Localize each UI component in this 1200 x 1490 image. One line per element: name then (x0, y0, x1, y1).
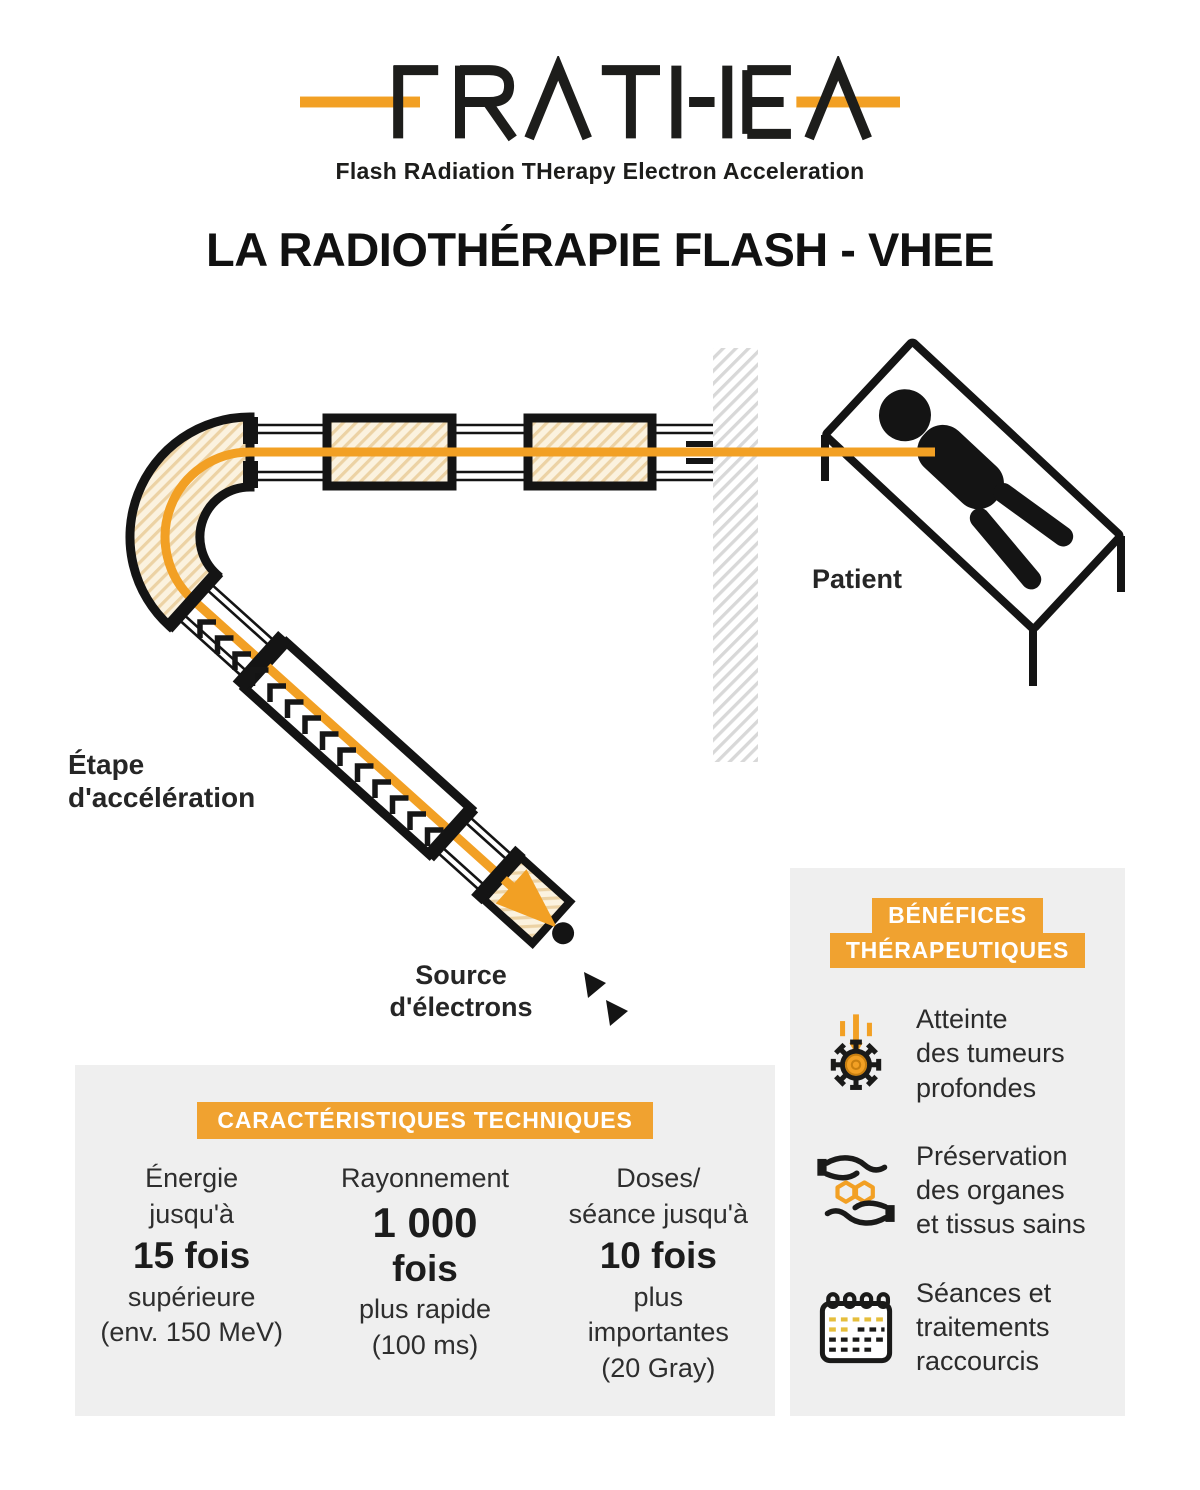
patient-table (821, 338, 1125, 686)
page-title: LA RADIOTHÉRAPIE FLASH - VHEE (205, 223, 995, 276)
characteristics-badge: CARACTÉRISTIQUES TECHNIQUES (197, 1102, 653, 1139)
calendar-icon (819, 1292, 893, 1364)
beam-path (160, 447, 935, 915)
frathea-logo: FRATHEA (300, 56, 900, 142)
electron-flash-icon (584, 972, 628, 1026)
person-icon (878, 389, 1074, 590)
pipe-collars (243, 417, 258, 488)
characteristic-doses: Doses/ séance jusqu'à 10 fois plus impor… (568, 1163, 748, 1383)
electron-source-label: Source d'électrons (389, 960, 533, 1022)
patient-label: Patient (812, 564, 903, 594)
benefit-item-tumors: Atteinte des tumeurs profondes (814, 1002, 1111, 1105)
characteristic-radiation: Rayonnement 1 000 fois plus rapide (100 … (340, 1163, 510, 1360)
waveguide-marks (197, 619, 444, 846)
hands-protection-icon (817, 1155, 895, 1226)
source-tip (552, 922, 575, 945)
acceleration-stage-label: Étape d'accélération (68, 749, 256, 814)
source-cone (495, 869, 558, 928)
tumor-target-icon (830, 1014, 882, 1091)
logo-letters (393, 56, 872, 142)
technical-characteristics-panel: CARACTÉRISTIQUES TECHNIQUES Énergie jusq… (75, 1065, 775, 1416)
shielding-wall (713, 348, 758, 762)
benefit-item-organs: Préservation des organes et tissus sains (814, 1139, 1111, 1242)
logo-tagline: Flash RAdiation THerapy Electron Acceler… (335, 158, 865, 184)
accelerator-collars (232, 630, 575, 945)
bend-end-collar (162, 567, 224, 633)
characteristic-energy: Énergie jusqu'à 15 fois supérieure (env.… (100, 1163, 283, 1348)
benefits-badge: BÉNÉFICES THÉRAPEUTIQUES (790, 898, 1125, 968)
therapeutic-benefits-panel: BÉNÉFICES THÉRAPEUTIQUES (790, 868, 1125, 1416)
benefit-item-sessions: Séances et traitements raccourcis (814, 1276, 1111, 1379)
bending-magnet (125, 412, 255, 633)
